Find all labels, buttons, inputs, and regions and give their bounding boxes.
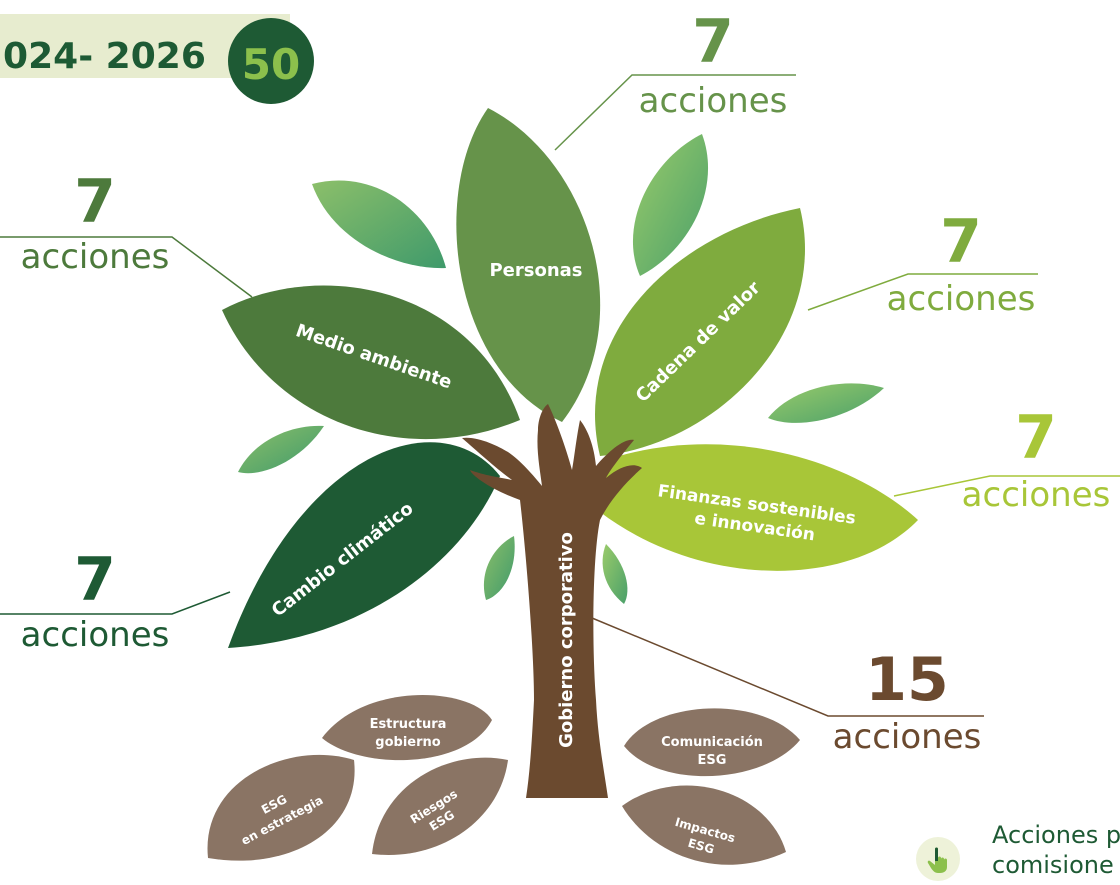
ground-label-comunicacion-line1: Comunicación (661, 735, 763, 750)
hand-pointer-icon (916, 837, 960, 881)
period-label: 2024- 2026 (0, 36, 206, 77)
callout-cadena-valor-unit: acciones (886, 279, 1036, 319)
callout-finanzas-unit: acciones (961, 475, 1111, 515)
trunk-label: Gobierno corporativo (556, 532, 577, 748)
connector-line-cadena-valor (807, 273, 1038, 311)
decorative-leaf-left (238, 425, 324, 474)
leaf-cadena-valor (595, 208, 805, 456)
callout-cadena-valor-count: 7 (940, 207, 982, 277)
decorative-leaf-right (768, 383, 884, 423)
callout-gobierno-count: 15 (865, 645, 949, 715)
footnote-line1: Acciones p (992, 821, 1120, 849)
callout-cadena-valor: 7 acciones (876, 212, 1046, 316)
footnote-text: Acciones p comisione (992, 820, 1120, 880)
connector-line-medio-ambiente (0, 236, 253, 298)
tree-trunk (462, 404, 642, 798)
callout-finanzas: 7 acciones (952, 408, 1120, 512)
callout-gobierno-unit: acciones (832, 717, 982, 757)
leaf-label-personas: Personas (489, 260, 582, 281)
ground-leaf-esg-estrategia (207, 754, 355, 861)
callout-cambio-climatico: 7 acciones (10, 550, 180, 652)
connector-line-cambio-climatico (0, 591, 231, 615)
ground-label-estructura-line1: Estructura (370, 717, 447, 732)
decorative-leaf-small-left (483, 536, 515, 600)
decorative-leaf-top-right (632, 134, 709, 276)
ground-leaf-impactos (622, 785, 786, 865)
connector-line-finanzas (893, 475, 1120, 497)
callout-finanzas-count: 7 (1015, 403, 1057, 473)
total-actions-badge: 50 (228, 18, 314, 104)
total-actions-value: 50 (241, 40, 301, 89)
leaf-medio-ambiente (222, 285, 520, 440)
footnote-line2: comisione (992, 851, 1114, 879)
callout-personas: 7 acciones (628, 12, 798, 118)
callout-medio-ambiente-unit: acciones (20, 237, 170, 277)
callout-personas-count: 7 (692, 7, 734, 77)
callout-cambio-climatico-count: 7 (74, 545, 116, 615)
ground-label-estructura-line2: gobierno (375, 735, 440, 750)
decorative-leaf-top-left (312, 180, 446, 269)
callout-cambio-climatico-unit: acciones (20, 615, 170, 655)
connector-line-personas (554, 74, 796, 151)
leaf-personas (456, 108, 601, 422)
leaf-cambio-climatico (228, 442, 500, 648)
ground-label-comunicacion-line2: ESG (698, 753, 727, 768)
ground-leaf-comunicacion (624, 708, 800, 777)
callout-medio-ambiente-count: 7 (74, 167, 116, 237)
callout-personas-unit: acciones (638, 81, 788, 121)
callout-gobierno: 15 acciones (822, 650, 992, 754)
callout-medio-ambiente: 7 acciones (10, 172, 180, 274)
ground-leaf-riesgos (372, 757, 508, 855)
ground-leaf-estructura-gobierno (322, 695, 492, 761)
decorative-leaf-small-right (602, 544, 628, 604)
period-banner: 2024- 2026 50 (0, 14, 314, 104)
connector-line-gobierno (591, 617, 984, 717)
leaf-finanzas (600, 444, 918, 571)
